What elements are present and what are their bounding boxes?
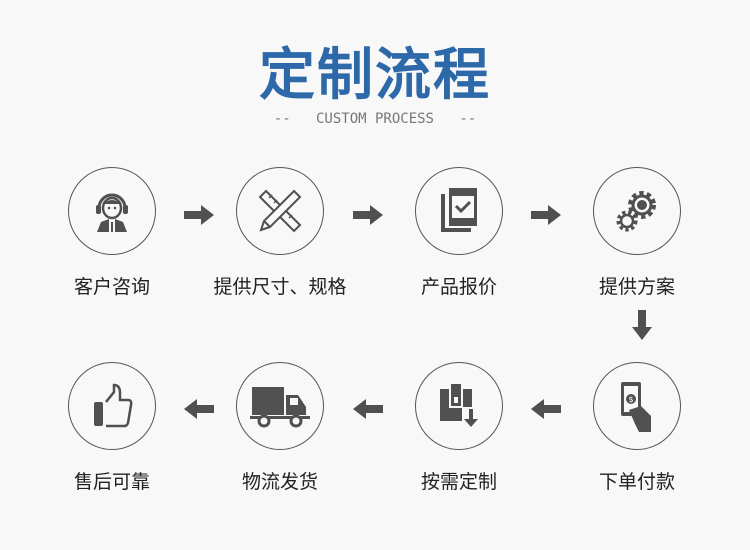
payment-hand-icon: $ (621, 382, 651, 432)
custom-production-icon (440, 382, 480, 429)
document-check-icon (441, 188, 477, 232)
arrow-right-icon (531, 205, 561, 225)
arrow-down-icon (632, 310, 652, 340)
arrow-left-icon (531, 399, 561, 419)
step-size-spec: 提供尺寸、规格 (200, 167, 360, 299)
step-customer-consult: 客户咨询 (32, 167, 192, 299)
step-after-sales: 售后可靠 (32, 362, 192, 494)
page-subtitle: -- CUSTOM PROCESS -- (273, 111, 477, 127)
thumbs-up-icon (94, 383, 133, 428)
truck-icon (250, 387, 310, 428)
step-label: 提供尺寸、规格 (213, 276, 347, 298)
svg-text:$: $ (628, 395, 633, 404)
arrow-left-icon (184, 399, 214, 419)
arrow-right-icon (184, 205, 214, 225)
customer-service-icon (96, 193, 128, 232)
step-label: 客户咨询 (73, 276, 150, 298)
step-label: 产品报价 (420, 276, 497, 298)
step-label: 提供方案 (598, 276, 675, 298)
ruler-pencil-icon (258, 189, 302, 233)
step-shipping: 物流发货 (200, 362, 360, 494)
step-payment: $ 下单付款 (557, 362, 717, 494)
step-label: 下单付款 (598, 471, 675, 493)
arrow-left-icon (353, 399, 383, 419)
step-label: 物流发货 (241, 471, 318, 493)
arrow-right-icon (353, 205, 383, 225)
step-label: 售后可靠 (73, 471, 150, 493)
step-label: 按需定制 (420, 471, 497, 493)
step-quote: 产品报价 (379, 167, 539, 299)
gears-icon (616, 191, 656, 232)
page-title: 定制流程 (259, 43, 491, 108)
step-custom-make: 按需定制 (379, 362, 539, 494)
step-solution: 提供方案 (557, 167, 717, 299)
